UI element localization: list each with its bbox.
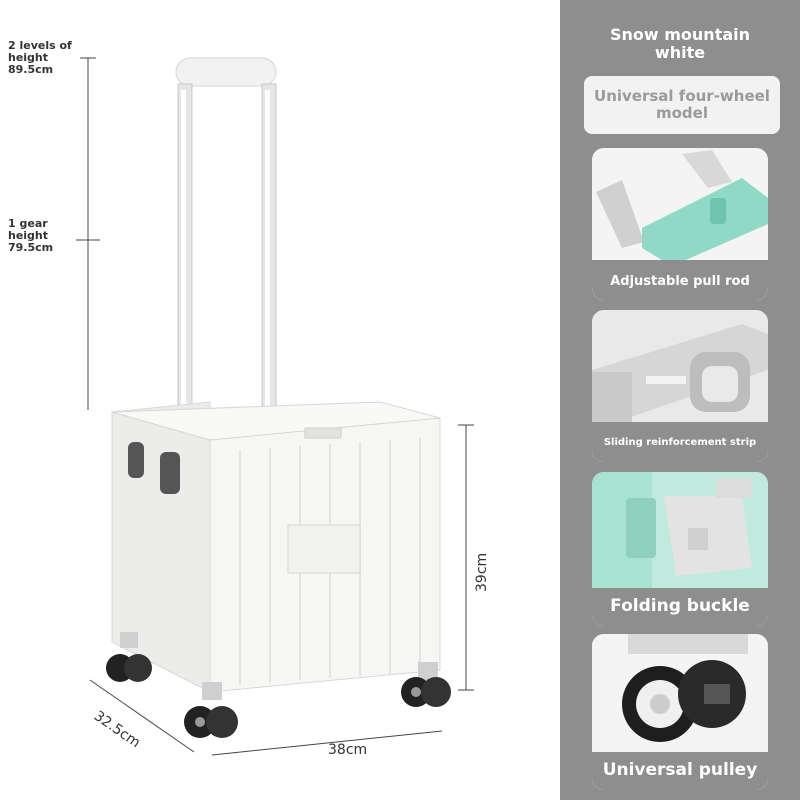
pull-rod-icon [592, 148, 768, 300]
feature-panel: Snow mountain white Universal four-wheel… [560, 0, 800, 800]
feature-label-reinforcement: Sliding reinforcement strip [603, 437, 757, 448]
height-low-line-1: 1 gear [8, 217, 48, 230]
feature-label-folding-buckle: Folding buckle [610, 596, 750, 616]
feature-card-universal-pulley: Universal pulley [592, 634, 768, 790]
feature-card-folding-buckle: Folding buckle [592, 472, 768, 626]
wheel-back-left [106, 632, 152, 682]
wheel-icon [592, 634, 768, 790]
cart-illustration [76, 57, 474, 756]
reinforcement-strip-icon [592, 310, 768, 462]
feature-label-universal-pulley: Universal pulley [602, 760, 758, 780]
height-high-line-2: height [8, 51, 49, 64]
height-low-line-3: 79.5cm [8, 241, 54, 254]
feature-label-pull-rod: Adjustable pull rod [610, 274, 750, 289]
box-lid [111, 401, 441, 441]
product-view: 2 levels of height 89.5cm 1 gear height … [8, 39, 490, 758]
box-height-label: 39cm [474, 552, 490, 592]
height-high-line-1: 2 levels of [8, 39, 72, 52]
front-label-plate [287, 524, 361, 574]
height-low-label: 1 gear height 79.5cm [8, 218, 53, 254]
folding-buckle-icon [592, 472, 768, 626]
color-title-line-1: Snow mountain [609, 25, 751, 44]
height-high-line-3: 89.5cm [8, 63, 54, 76]
depth-line [89, 679, 195, 753]
side-handle-hole [128, 442, 144, 478]
lid-latch [304, 427, 342, 439]
feature-card-reinforcement: Sliding reinforcement strip [592, 310, 768, 462]
wheel-front-right [401, 662, 451, 707]
height-high-label: 2 levels of height 89.5cm [8, 40, 72, 76]
box-side [111, 401, 211, 693]
color-title-line-2: white [654, 43, 706, 62]
side-handle-hole-2 [160, 452, 180, 494]
height-low-line-2: height [8, 229, 49, 242]
color-title: Snow mountain white [560, 26, 800, 62]
handle-grip [175, 57, 277, 87]
wheel-front-left [184, 682, 238, 738]
feature-card-pull-rod: Adjustable pull rod [592, 148, 768, 300]
width-label: 38cm [328, 742, 368, 758]
width-line [211, 730, 443, 756]
model-badge: Universal four-wheel model [584, 76, 780, 134]
